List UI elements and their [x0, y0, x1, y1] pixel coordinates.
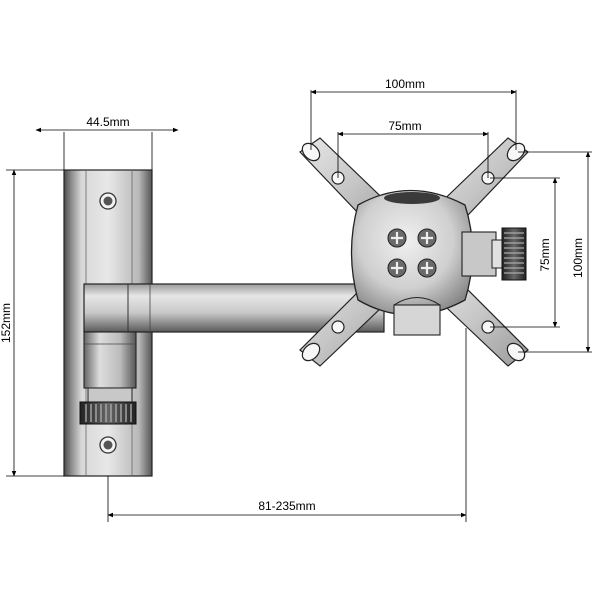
- dimension-arm-extension: 81-235mm: [107, 328, 467, 522]
- dimension-label-vesa-inner-vertical: 75mm: [538, 238, 552, 271]
- dimension-label-mount-height: 152mm: [0, 303, 13, 343]
- tension-knob-right: [461, 227, 527, 281]
- dimension-vesa-inner-horizontal: 75mm: [337, 119, 489, 178]
- dimension-vesa-inner-vertical: 75mm: [490, 177, 560, 328]
- dimension-vesa-outer-vertical: 100mm: [518, 151, 592, 353]
- vesa-bracket: [299, 137, 529, 367]
- dimension-label-vesa-outer-vertical: 100mm: [571, 238, 585, 278]
- tension-knob-left: [79, 401, 137, 425]
- dimension-label-mount-width: 44.5mm: [86, 115, 129, 129]
- dimension-mount-height: 152mm: [0, 169, 64, 477]
- arm: [79, 283, 385, 425]
- screw-hole-top: [99, 192, 117, 210]
- dimension-label-vesa-inner-horizontal: 75mm: [388, 119, 421, 133]
- dimension-label-arm-extension: 81-235mm: [258, 499, 315, 513]
- dimension-mount-width: 44.5mm: [35, 115, 179, 170]
- screw-hole-bottom: [99, 436, 117, 454]
- dimension-label-vesa-outer-horizontal: 100mm: [385, 77, 425, 91]
- dimension-vesa-outer-horizontal: 100mm: [310, 77, 517, 150]
- center-screws: [387, 228, 437, 278]
